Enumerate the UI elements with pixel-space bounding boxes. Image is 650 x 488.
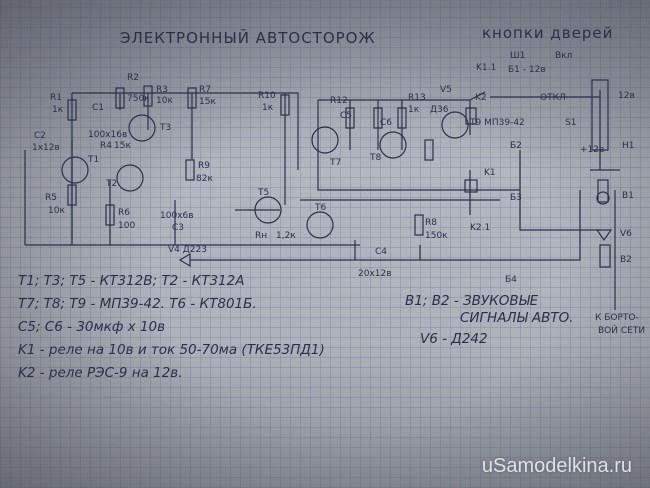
label: R6: [118, 208, 130, 218]
label: C3: [172, 223, 184, 233]
label: T2: [105, 179, 117, 189]
label: C4: [375, 247, 387, 257]
label: 10к: [156, 96, 173, 106]
label: 1х12в: [32, 143, 60, 153]
note-line: T1; T3; T5 - КТ312В; T2 - КТ312А: [18, 273, 244, 289]
label: 1к: [262, 103, 274, 113]
label: Б4: [505, 275, 517, 285]
label: 100х6в: [160, 211, 194, 221]
label: C5: [340, 111, 352, 121]
label: B2: [620, 255, 632, 265]
label: 150к: [425, 231, 448, 241]
label: R1: [50, 93, 62, 103]
label: C6: [380, 118, 392, 128]
label: B1: [622, 191, 634, 201]
label: C2: [34, 131, 46, 141]
note-line: T7; T8; T9 - МП39-42. T6 - КТ801Б.: [18, 296, 257, 312]
label: Rн: [255, 231, 267, 241]
label: 1,2к: [276, 231, 296, 241]
label: T1: [87, 155, 99, 165]
label: K1.1: [476, 63, 496, 73]
label: Д36: [430, 105, 449, 115]
label: 100: [118, 221, 135, 231]
notes: T1; T3; T5 - КТ312В; T2 - КТ312А T7; T8;…: [18, 273, 574, 381]
label: 15к: [199, 97, 216, 107]
label: R3: [156, 85, 168, 95]
label: K2: [475, 93, 487, 103]
component-labels: R1 1к R2 750к R3 10к R7 15к R10 1к C1 10…: [32, 51, 645, 336]
label: K2.1: [470, 223, 490, 233]
label: T9 МП39-42: [469, 118, 525, 128]
label: T6: [314, 203, 326, 213]
label: R10: [258, 91, 276, 101]
label: H1: [622, 141, 635, 151]
label: R2: [127, 73, 139, 83]
label: 100х16в: [88, 130, 127, 140]
label: V6: [620, 229, 632, 239]
label: 1к: [408, 105, 420, 115]
label: 15к: [114, 141, 131, 151]
label: R7: [199, 85, 211, 95]
label: T8: [369, 153, 381, 163]
note-line: V6 - Д242: [420, 331, 488, 347]
label: Б3: [510, 193, 522, 203]
label: R8: [425, 218, 437, 228]
label: S1: [565, 118, 576, 128]
label: C1: [92, 103, 104, 113]
label: R5: [45, 193, 57, 203]
label: 82к: [196, 174, 213, 184]
label: 1к: [52, 105, 64, 115]
label: 12в: [618, 91, 635, 101]
label: R4: [100, 141, 112, 151]
label: K1: [484, 168, 496, 178]
note-line: C5; C6 - 30мкф х 10в: [18, 319, 165, 335]
label: Б1 - 12в: [508, 65, 546, 75]
transistors: [61, 111, 613, 268]
label: +12в: [580, 145, 604, 155]
label: 20х12в: [358, 269, 392, 279]
diagram-title: ЭЛЕКТРОННЫЙ АВТОСТОРОЖ: [120, 28, 376, 47]
label: Б2: [510, 141, 522, 151]
label: T7: [329, 158, 341, 168]
label: V5: [440, 85, 452, 95]
label: T5: [257, 188, 269, 198]
label: R12: [330, 96, 348, 106]
note-line: СИГНАЛЫ АВТО.: [460, 310, 574, 326]
label: Вкл: [555, 51, 572, 61]
label: R9: [198, 161, 210, 171]
label: К БОРТО-: [595, 313, 639, 323]
label: ВОЙ СЕТИ: [598, 324, 645, 336]
note-line: B1; B2 - ЗВУКОВЫЕ: [405, 293, 539, 309]
label: V4 Д223: [168, 245, 207, 255]
note-line: K1 - реле на 10в и ток 50-70ма (ТКЕ53ПД1…: [18, 342, 325, 358]
label: ОТКЛ: [540, 93, 566, 103]
label: T3: [159, 123, 171, 133]
door-buttons-label: кнопки дверей: [482, 24, 613, 42]
label: 750к: [127, 94, 150, 104]
watermark: uSamodelkina.ru: [481, 455, 632, 477]
label: Ш1: [510, 51, 525, 61]
wiring: [24, 90, 620, 310]
note-line: K2 - реле РЭС-9 на 12в.: [18, 365, 183, 381]
label: 10к: [48, 206, 65, 216]
label: R13: [408, 93, 426, 103]
resistors: [67, 79, 609, 236]
